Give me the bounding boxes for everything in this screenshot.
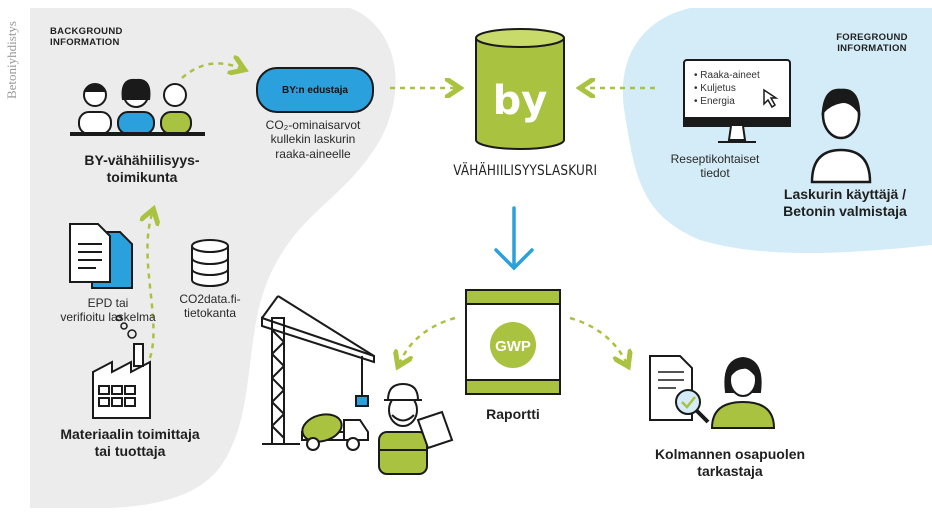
- gwp-badge: GWP: [495, 338, 531, 355]
- calculator-logo: by: [493, 78, 548, 124]
- screen-item: Energia: [694, 95, 760, 108]
- co2data-text: CO2data.fi- tietokanta: [179, 292, 241, 321]
- co2-values-text: CO₂-ominaisarvot kullekin laskurin raaka…: [265, 118, 361, 161]
- user-label: Laskurin käyttäjä / Betonin valmistaja: [783, 186, 907, 219]
- foreground-information-tag: FOREGROUND INFORMATION: [836, 32, 908, 55]
- representative-label: BY:n edustaja: [282, 84, 348, 96]
- cursor-icon: [763, 88, 779, 109]
- representative-pill: BY:n edustaja: [256, 67, 374, 113]
- database-icon: [191, 239, 229, 287]
- epd-text: EPD tai verifioitu laskelma: [60, 296, 156, 325]
- user-person-icon: [810, 88, 872, 184]
- worker-icon: [378, 382, 428, 475]
- inspector-label: Kolmannen osapuolen tarkastaja: [654, 446, 806, 479]
- committee-people-icon: [70, 78, 205, 136]
- background-information-tag: BACKGROUND INFORMATION: [50, 26, 123, 49]
- mixer-truck-icon: [301, 413, 369, 451]
- inspector-person-icon: [710, 356, 776, 429]
- factory-icon: [92, 343, 151, 419]
- recipe-data-text: Reseptikohtaiset tiedot: [670, 152, 760, 181]
- magnifier-icon: [675, 389, 710, 424]
- arrow-down-icon: [494, 206, 534, 271]
- report-tablet: [465, 289, 561, 395]
- smoke-icon: [115, 314, 137, 339]
- organization-side-label: Betoniyhdistys: [4, 21, 19, 100]
- report-label: Raportti: [486, 406, 540, 422]
- screen-list: Raaka-aineet Kuljetus Energia: [694, 69, 760, 108]
- paper-icon: [416, 410, 454, 450]
- supplier-label: Materiaalin toimittaja tai tuottaja: [60, 426, 200, 459]
- calculator-cylinder: [475, 28, 565, 150]
- screen-item: Raaka-aineet: [694, 69, 759, 82]
- calculator-title: VÄHÄHIILISYYSLASKURI: [453, 163, 598, 179]
- crane-icon: [261, 295, 375, 445]
- screen-item: Kuljetus: [694, 82, 760, 95]
- committee-label: BY-vähähiilisyys- toimikunta: [84, 152, 200, 185]
- document-icon: [69, 223, 133, 289]
